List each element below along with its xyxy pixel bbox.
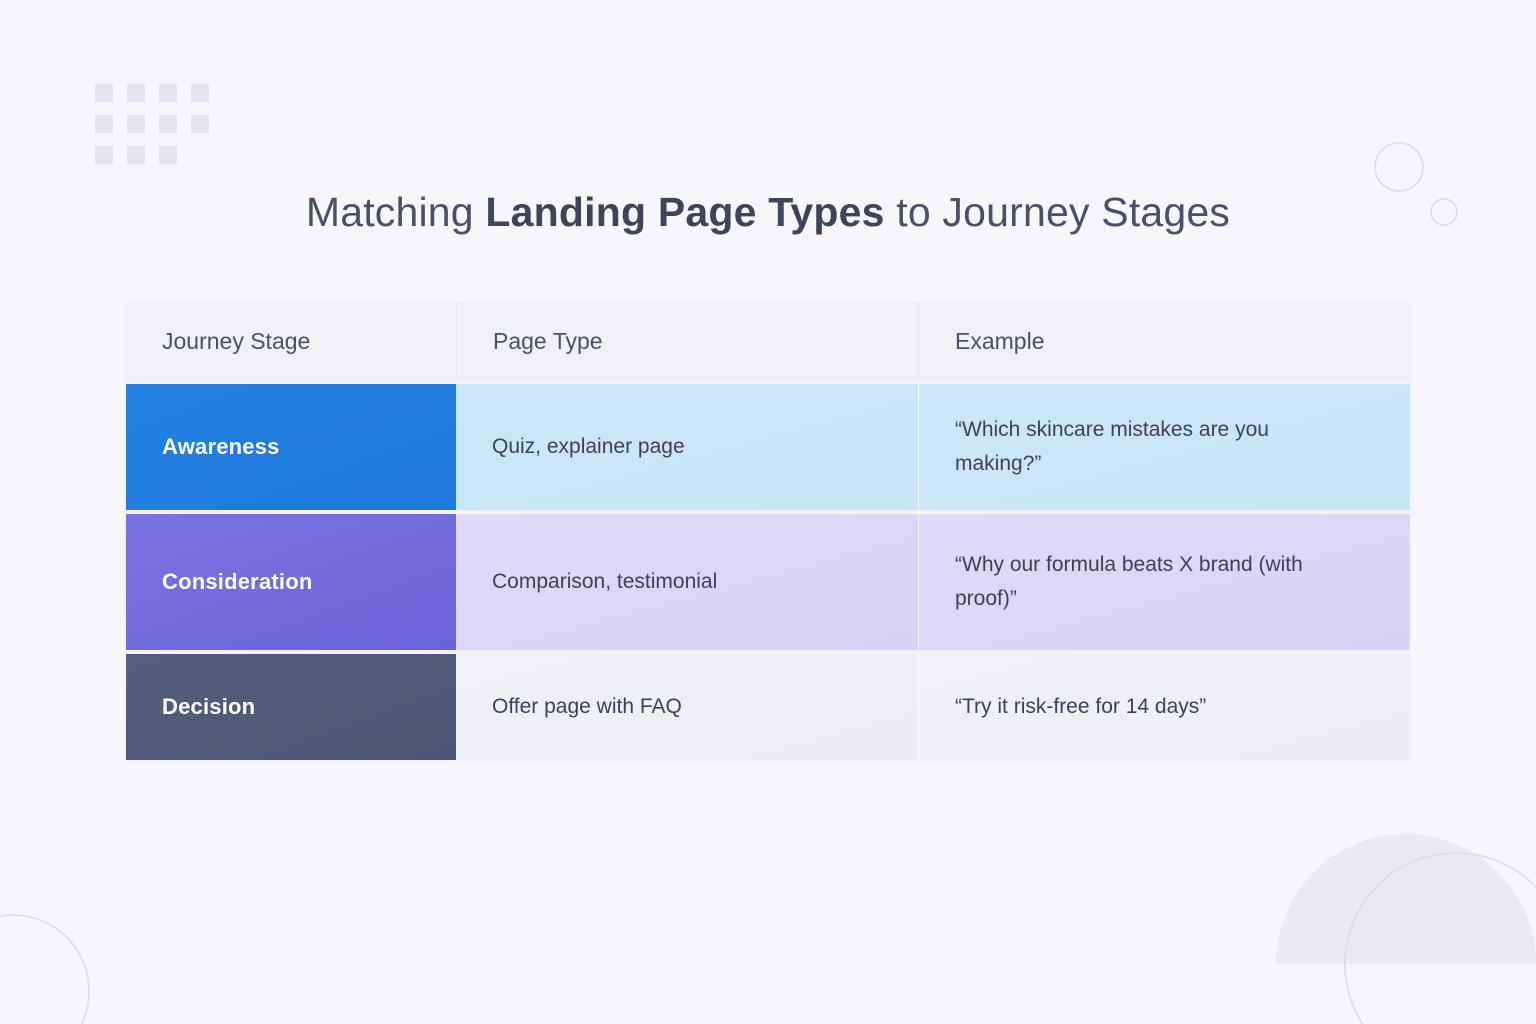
page-type-cell-consideration: Comparison, testimonial	[456, 514, 918, 650]
stage-label: Awareness	[162, 434, 280, 459]
example-cell-decision: “Try it risk-free for 14 days”	[918, 654, 1410, 760]
stage-label: Decision	[162, 694, 256, 719]
dot-grid-cell	[95, 146, 113, 164]
table-header-row: Journey Stage Page Type Example	[126, 302, 1410, 380]
page-type-cell-awareness: Quiz, explainer page	[456, 384, 918, 510]
column-header-page-type: Page Type	[456, 302, 918, 380]
dot-grid-cell	[95, 84, 113, 102]
table-row: Decision Offer page with FAQ “Try it ris…	[126, 654, 1410, 760]
dot-grid-cell	[191, 84, 209, 102]
page-title-prefix: Matching	[305, 189, 486, 236]
dot-grid-cell	[127, 84, 145, 102]
example-cell-awareness: “Which skincare mistakes are you making?…	[918, 384, 1410, 510]
dot-grid-cell-empty	[191, 146, 209, 164]
dot-grid-cell	[127, 115, 145, 133]
dot-grid-cell	[159, 84, 177, 102]
column-header-example: Example	[918, 302, 1410, 380]
column-header-journey-stage: Journey Stage	[126, 302, 456, 380]
circle-outline-icon-top-right-large	[1374, 142, 1424, 192]
page-title-suffix: to Journey Stages	[884, 189, 1231, 236]
stage-cell-consideration: Consideration	[126, 514, 456, 650]
circle-outline-icon-bottom-right	[1344, 852, 1536, 1024]
table-row: Consideration Comparison, testimonial “W…	[126, 514, 1410, 650]
example-text: “Why our formula beats X brand (with pro…	[955, 552, 1303, 610]
dot-grid-cell	[159, 115, 177, 133]
page-type-cell-decision: Offer page with FAQ	[456, 654, 918, 760]
dot-grid-cell	[127, 146, 145, 164]
semicircle-shape-bottom-right	[1276, 834, 1536, 964]
table-row: Awareness Quiz, explainer page “Which sk…	[126, 384, 1410, 510]
stage-cell-decision: Decision	[126, 654, 456, 760]
circle-outline-icon-bottom-left	[0, 914, 90, 1024]
journey-stage-table: Journey Stage Page Type Example Awarenes…	[126, 302, 1410, 760]
example-text: “Try it risk-free for 14 days”	[955, 694, 1207, 718]
stage-label: Consideration	[162, 569, 313, 594]
example-text: “Which skincare mistakes are you making?…	[955, 417, 1269, 475]
dot-grid-cell	[191, 115, 209, 133]
dot-grid-cell	[159, 146, 177, 164]
dot-grid-cell	[95, 115, 113, 133]
stage-cell-awareness: Awareness	[126, 384, 456, 510]
dot-grid-icon	[95, 84, 209, 164]
example-cell-consideration: “Why our formula beats X brand (with pro…	[918, 514, 1410, 650]
page-title: Matching Landing Page Types to Journey S…	[0, 187, 1536, 238]
page-title-emphasis: Landing Page Types	[485, 189, 885, 236]
